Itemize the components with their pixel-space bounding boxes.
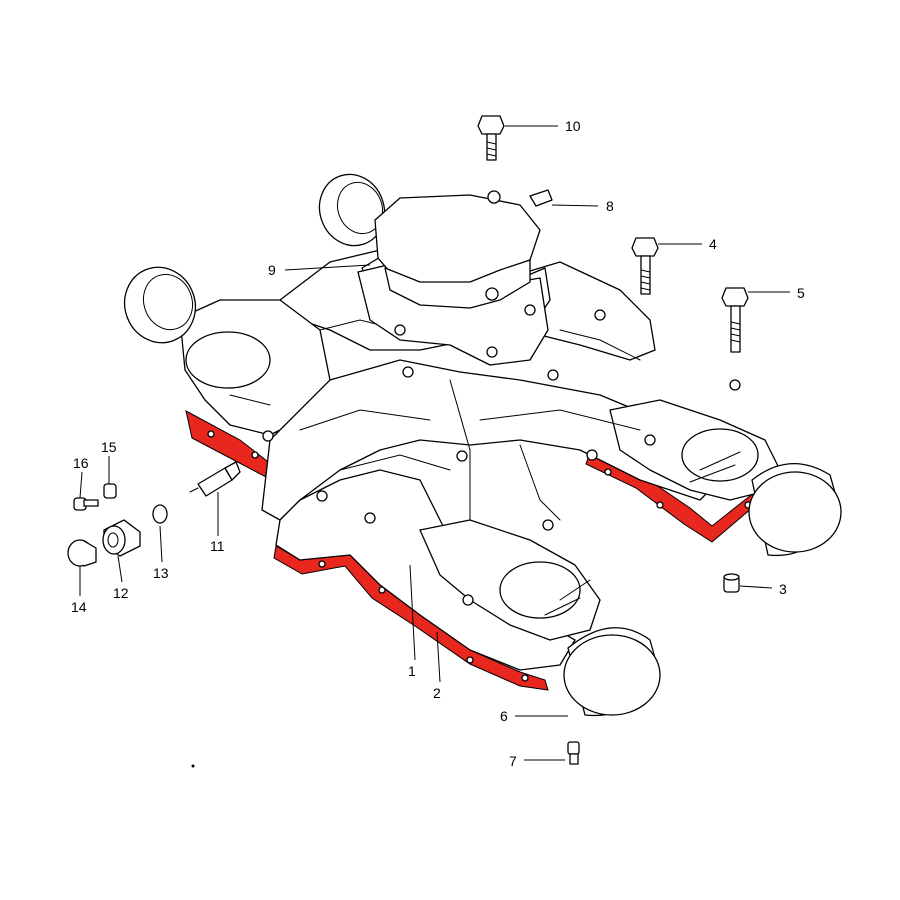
callout-11: 11 bbox=[210, 538, 225, 554]
breather-cover-8 bbox=[357, 189, 553, 366]
callout-15: 15 bbox=[101, 439, 117, 455]
plug-12 bbox=[102, 519, 141, 557]
callout-5: 5 bbox=[797, 285, 805, 301]
end-cap-6 bbox=[563, 627, 661, 717]
callout-16: 16 bbox=[73, 455, 89, 471]
callout-1: 1 bbox=[408, 663, 416, 679]
callout-10: 10 bbox=[565, 118, 581, 134]
bolt-10 bbox=[477, 115, 505, 161]
callout-13: 13 bbox=[153, 565, 169, 581]
callout-8: 8 bbox=[606, 198, 614, 214]
callout-9: 9 bbox=[268, 262, 276, 278]
callout-2: 2 bbox=[433, 685, 441, 701]
leader-lines bbox=[79, 125, 790, 761]
end-cap-rear-center bbox=[318, 173, 386, 247]
callout-6: 6 bbox=[500, 708, 508, 724]
end-cap-rear-left bbox=[123, 266, 197, 344]
callout-12: 12 bbox=[113, 585, 129, 601]
bolt-5 bbox=[721, 287, 749, 353]
bolt-4 bbox=[631, 237, 659, 295]
sensor-11 bbox=[189, 461, 241, 497]
clip-15 bbox=[103, 483, 117, 499]
callout-7: 7 bbox=[509, 753, 517, 769]
cover-boss-holes bbox=[262, 309, 741, 606]
dowel-pin-3 bbox=[723, 573, 740, 593]
end-cap-right bbox=[748, 463, 842, 557]
screw-7 bbox=[567, 741, 580, 765]
callout-3: 3 bbox=[779, 581, 787, 597]
cap-14 bbox=[67, 539, 97, 567]
callout-14: 14 bbox=[71, 599, 87, 615]
washer-13 bbox=[152, 504, 168, 524]
callout-4: 4 bbox=[709, 236, 717, 252]
screw-16 bbox=[73, 497, 99, 511]
